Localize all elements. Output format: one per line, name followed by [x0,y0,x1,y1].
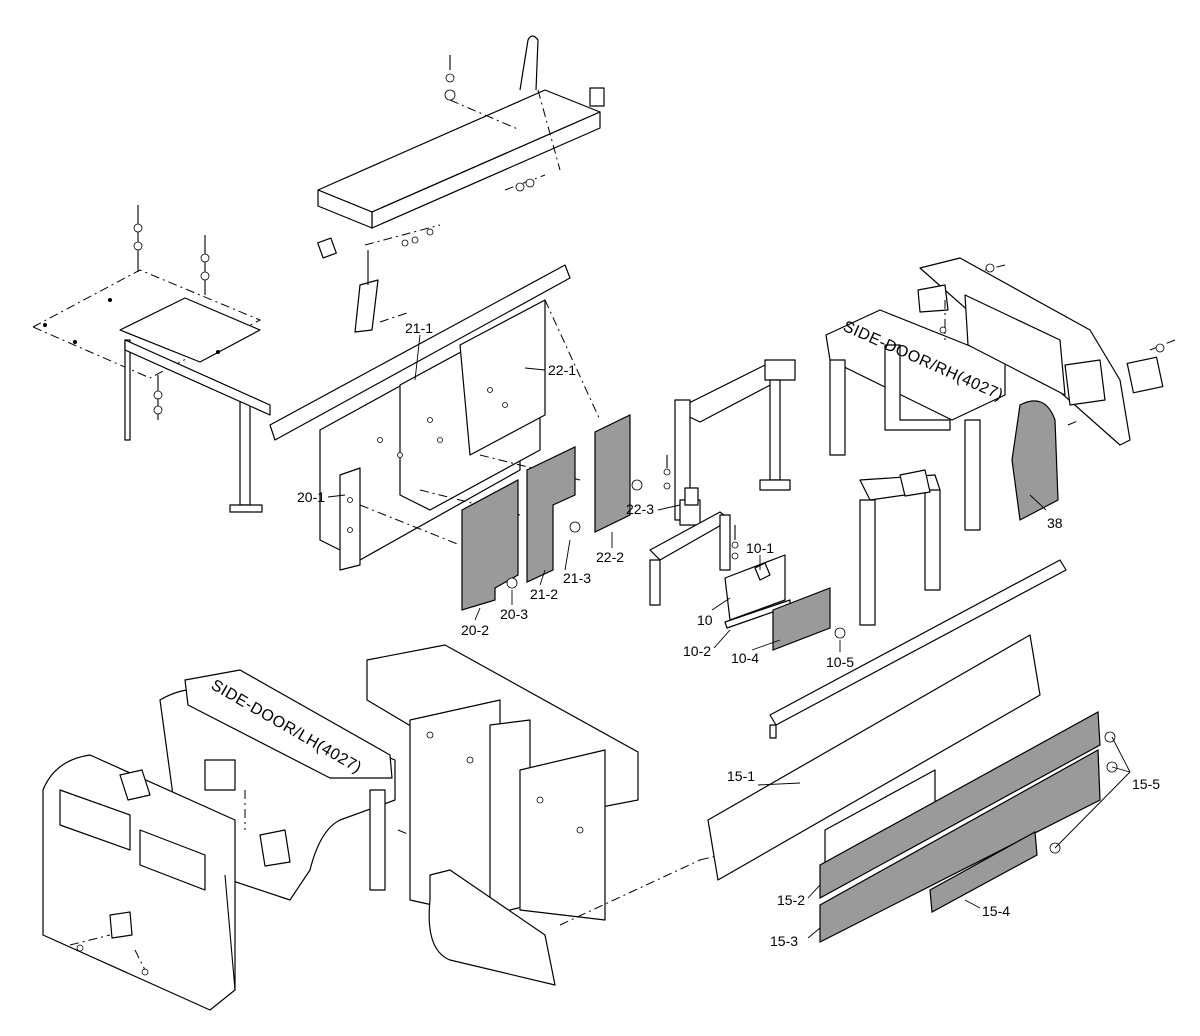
callout-22-3: 22-3 [626,501,654,517]
center-panel-group [366,644,721,986]
callout-15-1: 15-1 [727,768,755,784]
callout-20-1: 20-1 [297,489,325,505]
plate-group-15 [707,634,1118,943]
callout-22-2: 22-2 [596,549,624,565]
callout-20-3: 20-3 [500,606,528,622]
callout-10-5: 10-5 [826,654,854,670]
callout-21-1: 21-1 [405,320,433,336]
callout-10: 10 [697,612,713,628]
callout-15-5: 15-5 [1132,776,1160,792]
callout-15-3: 15-3 [770,933,798,949]
callout-15-2: 15-2 [777,892,805,908]
callout-20-2: 20-2 [461,622,489,638]
callout-15-4: 15-4 [982,903,1010,919]
side-door-lh: SIDE-DOOR/LH(4027) [42,669,396,1011]
friction-pads [461,414,643,611]
center-stand-assembly [649,359,846,651]
callout-21-3: 21-3 [563,570,591,586]
top-arm-assembly [317,35,605,333]
callout-10-4: 10-4 [731,650,759,666]
callout-10-2: 10-2 [683,643,711,659]
long-bar [769,559,1067,739]
callout-labels: 21-1 22-1 20-1 22-3 22-2 21-3 21-2 20-3 … [297,320,1160,949]
callout-22-1: 22-1 [548,362,576,378]
callout-10-1: 10-1 [746,540,774,556]
leader-lines [327,334,1131,939]
left-top-plate-stand [31,205,271,513]
callout-21-2: 21-2 [530,586,558,602]
bracket-frame-20-22 [269,264,601,571]
callout-38: 38 [1047,515,1063,531]
side-door-rh: SIDE-DOOR/RH(4027) [825,257,1176,626]
